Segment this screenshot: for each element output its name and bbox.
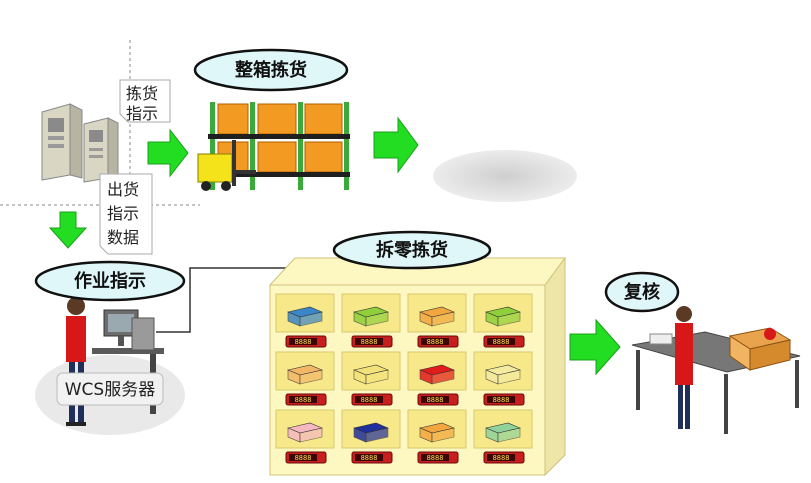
piece-picking-shelf: 8888 8888 8888 8888 8888 8888 8888 8888 8888 8888… [268,256,566,477]
display-screen [421,338,449,345]
svg-text:复核: 复核 [623,281,660,303]
arrow-to-full-case-icon [147,128,189,178]
display-screen [421,396,449,403]
display-screen [355,338,383,345]
svg-text:作业指示: 作业指示 [74,270,146,292]
display-digits: 8888 [427,454,444,462]
item-box-front [365,427,389,443]
display-digits: 8888 [493,454,510,462]
recheck-station [631,327,801,434]
item-box-front [431,427,455,443]
recheck-person-icon [675,306,693,429]
flow-arrows [48,116,621,376]
svg-text:拆零拣货: 拆零拣货 [376,239,448,261]
piece-picking-label: 拆零拣货 [332,230,492,270]
item-box-front [365,369,389,385]
arrow-down-icon [48,211,88,249]
shipping-data-line3: 数据 [107,228,139,247]
work-instruction-label: 作业指示 [34,260,186,302]
display-digits: 8888 [295,454,312,462]
display-screen [487,454,515,461]
item-box-front [497,311,521,327]
display-digits: 8888 [295,396,312,404]
item-box-front [497,369,521,385]
item-box-front [299,311,323,327]
display-digits: 8888 [493,396,510,404]
display-screen [289,338,317,345]
floor-shadow [433,150,577,202]
svg-text:WCS服务器: WCS服务器 [65,380,155,400]
item-box-front [431,311,455,327]
display-digits: 8888 [295,338,312,346]
svg-text:整箱拣货: 整箱拣货 [234,59,307,81]
display-screen [289,454,317,461]
item-box-front [365,311,389,327]
arrow-out-full-case-icon [373,116,419,174]
wcs-server-label: WCS服务器 [56,372,164,406]
shipping-data-line2: 指示 [107,204,139,223]
picking-instruction-note: 拣货 指示 [119,79,171,123]
shelf-cell [275,351,335,391]
item-box-front [497,427,521,443]
display-screen [355,454,383,461]
display-screen [355,396,383,403]
arrow-to-recheck-icon [569,318,621,376]
server-rack-icon [41,103,119,183]
shipping-data-note: 出货 指示 数据 [99,173,153,255]
recheck-label: 复核 [604,271,680,313]
pallet-rack-icon [197,102,350,191]
display-digits: 8888 [361,454,378,462]
full-case-picking-label: 整箱拣货 [193,48,349,92]
shipping-data-line1: 出货 [107,180,139,199]
display-digits: 8888 [427,396,444,404]
display-digits: 8888 [493,338,510,346]
picking-instruction-line2: 指示 [126,104,158,123]
picking-instruction-line1: 拣货 [126,84,158,103]
display-digits: 8888 [361,396,378,404]
display-digits: 8888 [427,338,444,346]
display-screen [421,454,449,461]
display-screen [487,338,515,345]
item-box-front [431,369,455,385]
display-screen [289,396,317,403]
item-box-front [299,427,323,443]
display-digits: 8888 [361,338,378,346]
display-screen [487,396,515,403]
item-box-front [299,369,323,385]
